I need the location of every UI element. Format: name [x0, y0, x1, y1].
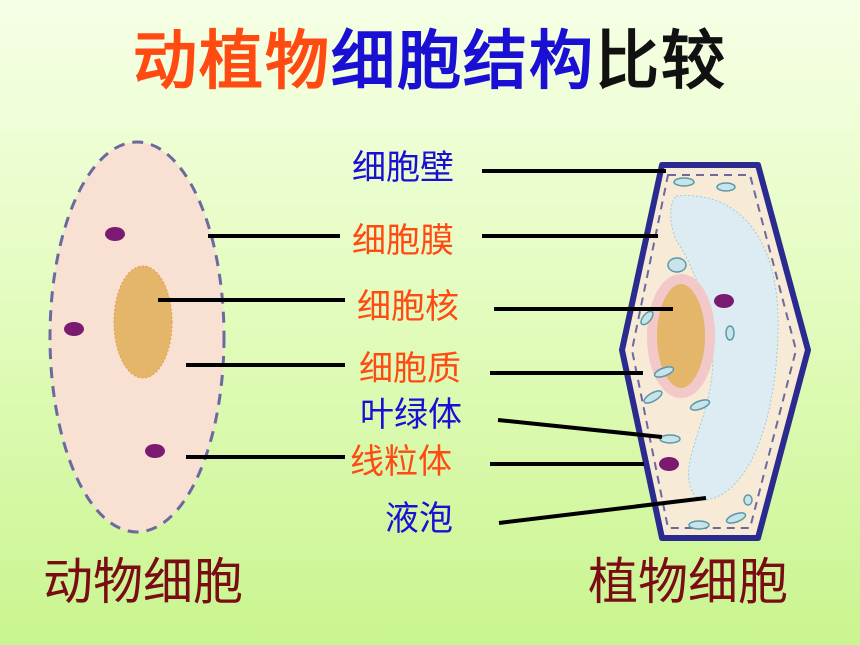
- chloroplast: [667, 257, 687, 273]
- animal-mitochondrion: [145, 444, 165, 458]
- chloroplast: [643, 390, 663, 404]
- animal-mitochondrion: [105, 227, 125, 241]
- label-vacuole: 液泡: [385, 499, 453, 539]
- leader-lines: [158, 169, 707, 525]
- title-part-cell-structure: 细胞结构: [331, 25, 595, 99]
- chloroplast: [688, 520, 710, 530]
- vacuole: [670, 195, 779, 501]
- chloroplast: [689, 399, 711, 411]
- caption-animal-cell: 动物细胞: [43, 553, 243, 611]
- chloroplast: [725, 325, 735, 341]
- animal-mitochondrion: [64, 322, 84, 336]
- slide-title: 动植物细胞结构比较: [0, 22, 860, 102]
- leader-line-chloroplast: [497, 418, 663, 439]
- chloroplast: [725, 512, 747, 524]
- chloroplast: [743, 494, 753, 506]
- label-mitochondria: 线粒体: [350, 442, 452, 482]
- chloroplast: [653, 366, 675, 378]
- label-nucleus: 细胞核: [357, 287, 459, 327]
- label-cell-membrane: 细胞膜: [352, 221, 454, 261]
- leader-line-vacuole: [498, 496, 707, 525]
- title-part-animal-plant: 动植物: [133, 25, 331, 99]
- chloroplast: [716, 182, 736, 192]
- chloroplast: [673, 177, 695, 187]
- plant-mitochondrion: [714, 294, 734, 308]
- label-cytoplasm: 细胞质: [359, 349, 461, 389]
- plant-mitochondrion: [659, 457, 679, 471]
- animal-cell: [48, 140, 226, 534]
- label-cell-wall: 细胞壁: [352, 148, 454, 188]
- plant-cell: [619, 162, 811, 541]
- chloroplasts: [640, 177, 753, 530]
- title-part-comparison: 比较: [595, 25, 727, 99]
- caption-plant-cell: 植物细胞: [588, 553, 788, 611]
- chloroplast: [640, 310, 654, 326]
- label-chloroplast: 叶绿体: [360, 395, 462, 435]
- animal-cell-nucleus: [113, 265, 173, 379]
- chloroplast: [659, 434, 681, 444]
